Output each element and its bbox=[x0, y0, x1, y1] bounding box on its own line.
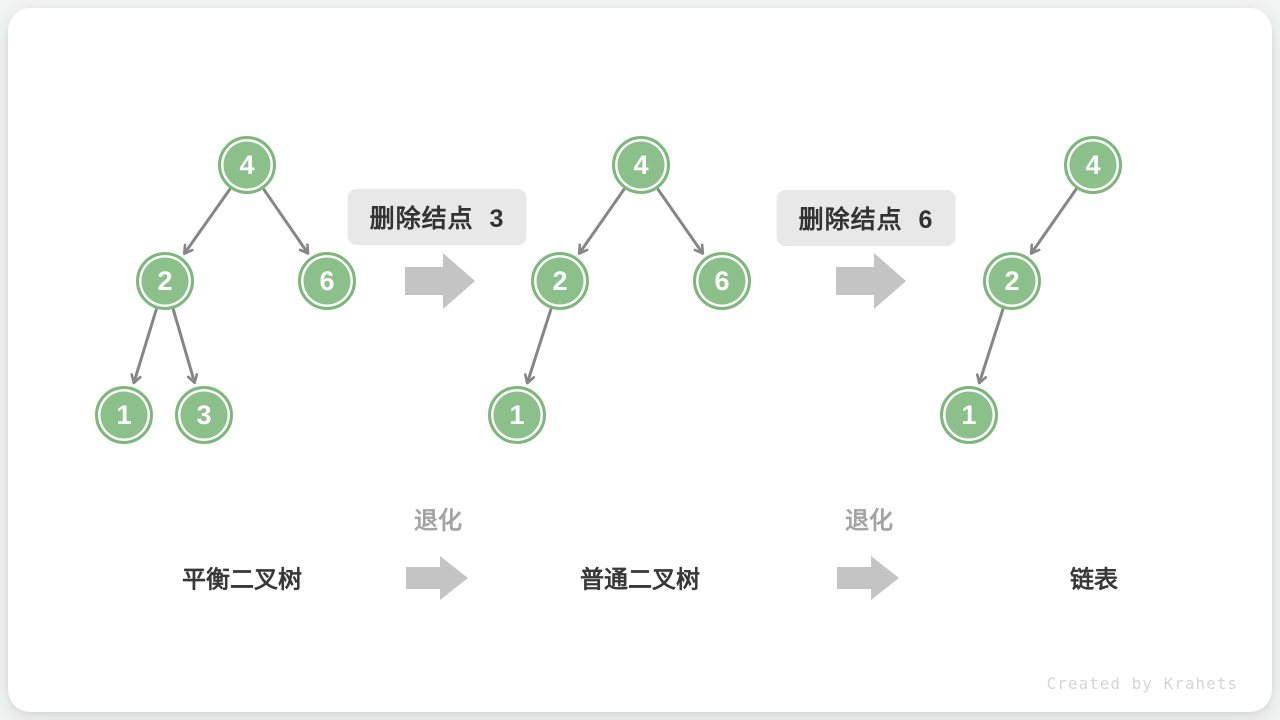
watermark: Created by Krahets bbox=[1046, 674, 1238, 693]
tree-node-ordinary-binary-tree-2: 2 bbox=[531, 252, 589, 310]
diagram-card bbox=[8, 8, 1272, 712]
tree-node-balanced-binary-tree-2: 2 bbox=[136, 252, 194, 310]
tree-node-ordinary-binary-tree-4: 4 bbox=[612, 136, 670, 194]
tree-node-ordinary-binary-tree-6: 6 bbox=[693, 252, 751, 310]
degrade-label-2: 退化 bbox=[845, 507, 893, 535]
step-label-1: 删除结点 3 bbox=[347, 189, 527, 245]
tree-caption-1: 平衡二叉树 bbox=[182, 566, 302, 594]
tree-caption-2: 普通二叉树 bbox=[580, 566, 700, 594]
tree-node-linked-list-4: 4 bbox=[1064, 136, 1122, 194]
degrade-label-1: 退化 bbox=[414, 507, 462, 535]
tree-node-balanced-binary-tree-4: 4 bbox=[218, 136, 276, 194]
step-label-2: 删除结点 6 bbox=[776, 190, 956, 246]
tree-node-linked-list-2: 2 bbox=[983, 252, 1041, 310]
tree-node-ordinary-binary-tree-1: 1 bbox=[488, 386, 546, 444]
tree-caption-3: 链表 bbox=[1070, 566, 1118, 594]
tree-node-balanced-binary-tree-6: 6 bbox=[298, 252, 356, 310]
tree-node-linked-list-1: 1 bbox=[940, 386, 998, 444]
tree-node-balanced-binary-tree-1: 1 bbox=[95, 386, 153, 444]
tree-node-balanced-binary-tree-3: 3 bbox=[175, 386, 233, 444]
